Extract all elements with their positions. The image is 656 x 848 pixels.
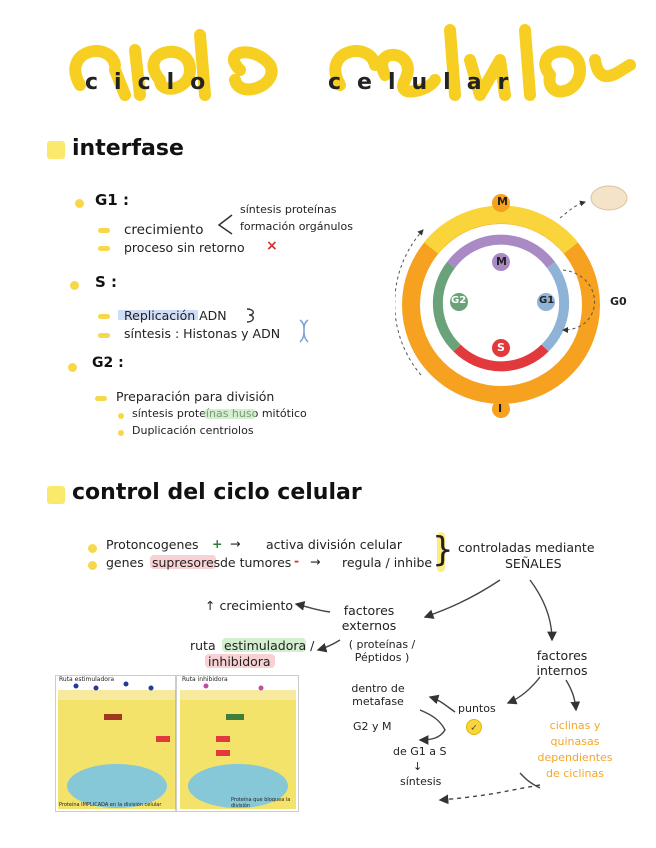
- heading-interfase: interfase: [72, 136, 184, 161]
- title-small-left: ciclo: [85, 70, 222, 95]
- control-line1-arrow: →: [230, 536, 241, 551]
- dash-g2: [95, 396, 107, 401]
- g1-item-proceso: proceso sin retorno: [124, 240, 245, 255]
- highlight-estimuladora: [222, 638, 306, 652]
- title-script-art: [69, 24, 636, 101]
- dentro-metafase: dentro de metafase: [351, 682, 405, 708]
- dash-g1-1: [98, 228, 110, 233]
- control-line2-b: supresores: [152, 555, 221, 570]
- ruta-2: estimuladora /: [224, 638, 315, 653]
- fig-right-title: Ruta inhibidora: [182, 676, 228, 683]
- dash-s-2: [98, 333, 110, 338]
- label-g2: G2 :: [92, 355, 124, 371]
- bullet-g2: [68, 363, 77, 372]
- control-line1-b: activa división celular: [266, 537, 402, 552]
- fig-right-caption: Proteína que bloquea la división: [231, 797, 291, 809]
- brace-text-1: controladas mediante: [458, 540, 595, 555]
- cycle-inner-left: G2: [451, 295, 467, 306]
- g1-branch-2: formación orgánulos: [240, 220, 353, 233]
- control-line1-a: Protoncogenes: [106, 537, 199, 552]
- brace: }: [432, 530, 454, 570]
- bullet-g1: [75, 199, 84, 208]
- highlight-supresores: [150, 555, 216, 569]
- bullet-s: [70, 281, 79, 290]
- ruta-3: inhibidora: [208, 654, 271, 669]
- de-g1-label: de G1 a S: [393, 745, 447, 758]
- branch-bracket: [217, 214, 233, 235]
- cycle-inner-right: G1: [539, 295, 555, 306]
- subbullet-g2-1: [118, 413, 124, 419]
- control-line1-plus: +: [212, 536, 223, 551]
- puntos-icon: ✓: [466, 719, 482, 735]
- label-g1: G1 :: [95, 191, 129, 209]
- section-bullet-control: [47, 486, 65, 504]
- control-line2-c: de tumores: [220, 555, 292, 570]
- g2-item: Preparación para división: [116, 389, 275, 404]
- bullet-protoncogenes: [88, 544, 97, 553]
- fig-left-title: Ruta estimuladora: [59, 676, 115, 683]
- cycle-inner-bottom: S: [497, 341, 505, 354]
- pathway-figure: Ruta estimuladora Ruta inhibidora Proteí…: [55, 675, 299, 812]
- dna-helix-icon: [299, 319, 309, 343]
- factores-externos: factores externos: [341, 603, 397, 633]
- cell-cycle-diagram: [395, 185, 628, 418]
- factores-internos: factores internos: [536, 648, 588, 678]
- label-s: S :: [95, 273, 118, 291]
- title-small-right: celular: [328, 70, 525, 95]
- cycle-inner-top: M: [496, 255, 507, 268]
- g1-item-crecimiento: crecimiento: [124, 222, 204, 238]
- puntos-label: puntos: [458, 702, 496, 715]
- cycle-outer-top: M: [497, 195, 508, 208]
- g2-subitem-2: Duplicación centriolos: [132, 424, 254, 437]
- svg-text:✓: ✓: [470, 724, 478, 734]
- brace-highlight: [437, 532, 445, 572]
- heading-control: control del ciclo celular: [72, 480, 362, 505]
- highlight-replicacion: [118, 310, 198, 320]
- dash-s-1: [98, 314, 110, 319]
- s-item-sintesis: síntesis : Histonas y ADN: [124, 326, 281, 341]
- crecimiento-label: ↑ crecimiento: [205, 598, 294, 613]
- s-item-replicacion: Replicación ADN: [124, 308, 227, 323]
- subbullet-g2-2: [118, 430, 124, 436]
- replication-icon: [246, 308, 254, 323]
- control-line2-a: genes: [106, 555, 144, 570]
- cycle-g0: G0: [610, 295, 627, 308]
- brace-text-2: SEÑALES: [505, 556, 562, 571]
- control-line2-d: regula / inhibe: [342, 555, 433, 570]
- dash-g1-2: [98, 246, 110, 251]
- ruta-1: ruta: [190, 638, 216, 653]
- g1-branch-1: síntesis proteínas: [240, 203, 337, 216]
- ciclinas-text: ciclinas y quinasas dependientes de cicl…: [537, 719, 613, 780]
- control-line2-arrow: →: [310, 554, 321, 569]
- red-x-mark: ×: [266, 238, 278, 254]
- highlight-inhibidora: [205, 654, 275, 668]
- arrow-down: ↓: [413, 760, 423, 773]
- section-bullet-interfase: [47, 141, 65, 159]
- bullet-genes: [88, 561, 97, 570]
- sintesis-label: síntesis: [400, 775, 442, 788]
- highlight-proteinas: [204, 409, 256, 419]
- proteinas-label: ( proteínas / Péptidos ): [348, 638, 416, 664]
- g2-m-label: G2 y M: [353, 720, 392, 733]
- control-line2-minus: -: [294, 553, 300, 568]
- fig-left-caption: Proteína IMPLICADA en la división celula…: [59, 802, 162, 808]
- cycle-outer-bottom: I: [498, 402, 503, 415]
